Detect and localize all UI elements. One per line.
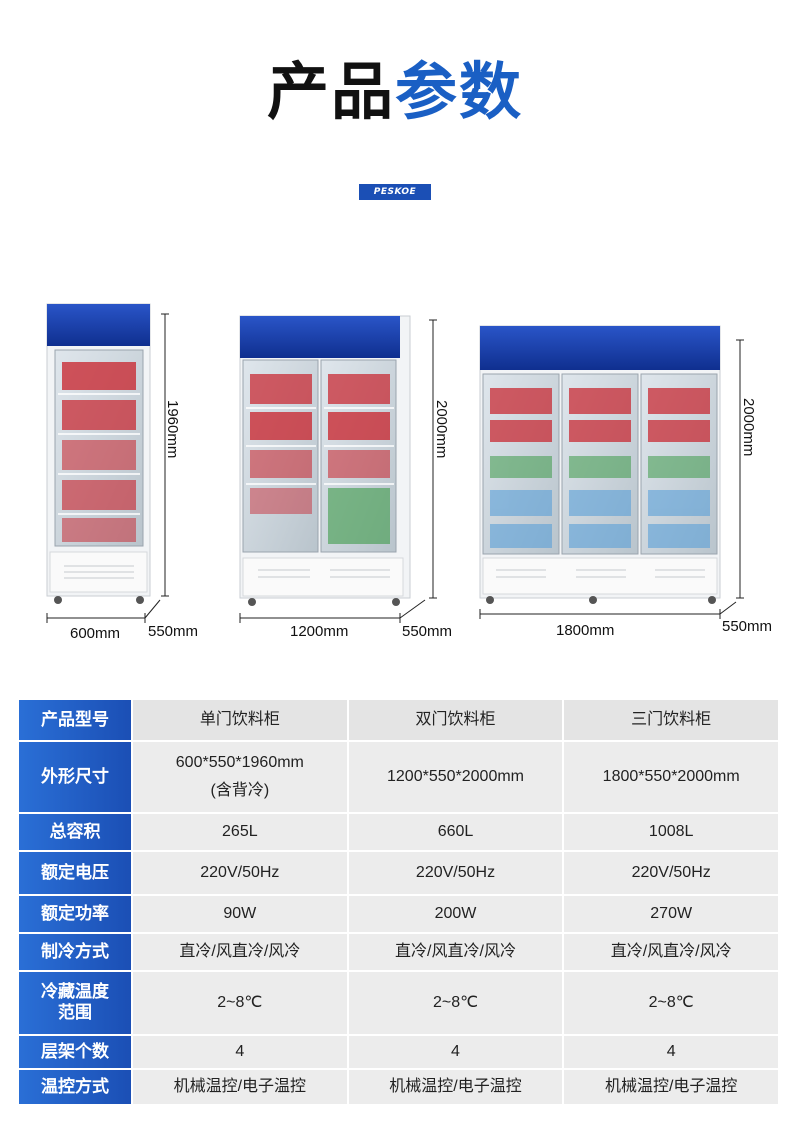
spec-row-value: 4 (133, 1036, 347, 1068)
spec-row-label: 制冷方式 (19, 934, 131, 970)
spec-table: 产品型号 单门饮料柜 双门饮料柜 三门饮料柜 外形尺寸 600*550*1960… (19, 700, 779, 1106)
spec-row-value: 机械温控/电子温控 (133, 1070, 347, 1104)
spec-row-value: 1800*550*2000mm (564, 742, 779, 812)
spec-row: 额定功率 90W 200W 270W (19, 896, 779, 932)
fridge-triple: 2000mm 1800mm 550mm (479, 325, 772, 639)
single-depth-label: 550mm (148, 623, 198, 640)
spec-header-col: 单门饮料柜 (133, 700, 347, 740)
triple-width-label: 1800mm (556, 622, 614, 639)
double-depth-label: 550mm (402, 623, 452, 640)
page-title: 产品参数 (0, 52, 790, 132)
spec-row-value: 220V/50Hz (564, 852, 779, 894)
spec-row: 制冷方式 直冷/风直冷/风冷 直冷/风直冷/风冷 直冷/风直冷/风冷 (19, 934, 779, 970)
spec-row-value: 直冷/风直冷/风冷 (564, 934, 779, 970)
spec-row-value: 1200*550*2000mm (348, 742, 563, 812)
spec-row: 温控方式 机械温控/电子温控 机械温控/电子温控 机械温控/电子温控 (19, 1070, 779, 1104)
fridge-single: 1960mm 600mm 550mm (46, 303, 198, 642)
spec-row-label: 冷藏温度 范围 (19, 972, 131, 1034)
spec-row-value: 270W (564, 896, 779, 932)
spec-row-value: 4 (564, 1036, 779, 1068)
spec-row-label: 额定功率 (19, 896, 131, 932)
spec-row-value: 机械温控/电子温控 (564, 1070, 779, 1104)
spec-row: 总容积 265L 660L 1008L (19, 814, 779, 850)
brand-logo: PESKOE (359, 184, 431, 200)
spec-row: 冷藏温度 范围 2~8℃ 2~8℃ 2~8℃ (19, 972, 779, 1034)
triple-height-label: 2000mm (740, 398, 757, 456)
single-height-label: 1960mm (164, 400, 181, 458)
spec-row-value: 机械温控/电子温控 (348, 1070, 563, 1104)
spec-row: 额定电压 220V/50Hz 220V/50Hz 220V/50Hz (19, 852, 779, 894)
spec-row-label: 外形尺寸 (19, 742, 131, 812)
spec-row-value: 600*550*1960mm (含背冷) (133, 742, 347, 812)
triple-depth-label: 550mm (722, 618, 772, 635)
spec-row-label: 层架个数 (19, 1036, 131, 1068)
spec-row: 层架个数 4 4 4 (19, 1036, 779, 1068)
spec-row-value: 直冷/风直冷/风冷 (348, 934, 563, 970)
spec-header-label: 产品型号 (19, 700, 131, 740)
spec-row-value: 直冷/风直冷/风冷 (133, 934, 347, 970)
spec-row: 外形尺寸 600*550*1960mm (含背冷) 1200*550*2000m… (19, 742, 779, 812)
spec-row-value: 2~8℃ (564, 972, 779, 1034)
spec-row-value: 220V/50Hz (348, 852, 563, 894)
spec-row-value: 4 (348, 1036, 563, 1068)
double-height-label: 2000mm (433, 400, 450, 458)
fridge-illustrations: 1960mm 600mm 550mm 2000mm 1200mm 550 (46, 303, 772, 642)
spec-row-label: 总容积 (19, 814, 131, 850)
spec-header-col: 双门饮料柜 (348, 700, 563, 740)
spec-row-value: 1008L (564, 814, 779, 850)
spec-row-value: 200W (348, 896, 563, 932)
spec-row-label: 额定电压 (19, 852, 131, 894)
spec-row-value: 660L (348, 814, 563, 850)
spec-row-value: 2~8℃ (133, 972, 347, 1034)
spec-header-row: 产品型号 单门饮料柜 双门饮料柜 三门饮料柜 (19, 700, 779, 740)
double-width-label: 1200mm (290, 623, 348, 640)
spec-row-value: 2~8℃ (348, 972, 563, 1034)
spec-row-value: 265L (133, 814, 347, 850)
spec-row-value: 220V/50Hz (133, 852, 347, 894)
title-part-2: 参数 (395, 55, 524, 128)
title-part-1: 产品 (266, 55, 395, 128)
fridge-double: 2000mm 1200mm 550mm (239, 315, 452, 640)
spec-header-col: 三门饮料柜 (564, 700, 779, 740)
spec-row-value: 90W (133, 896, 347, 932)
single-width-label: 600mm (70, 625, 120, 642)
spec-row-label: 温控方式 (19, 1070, 131, 1104)
